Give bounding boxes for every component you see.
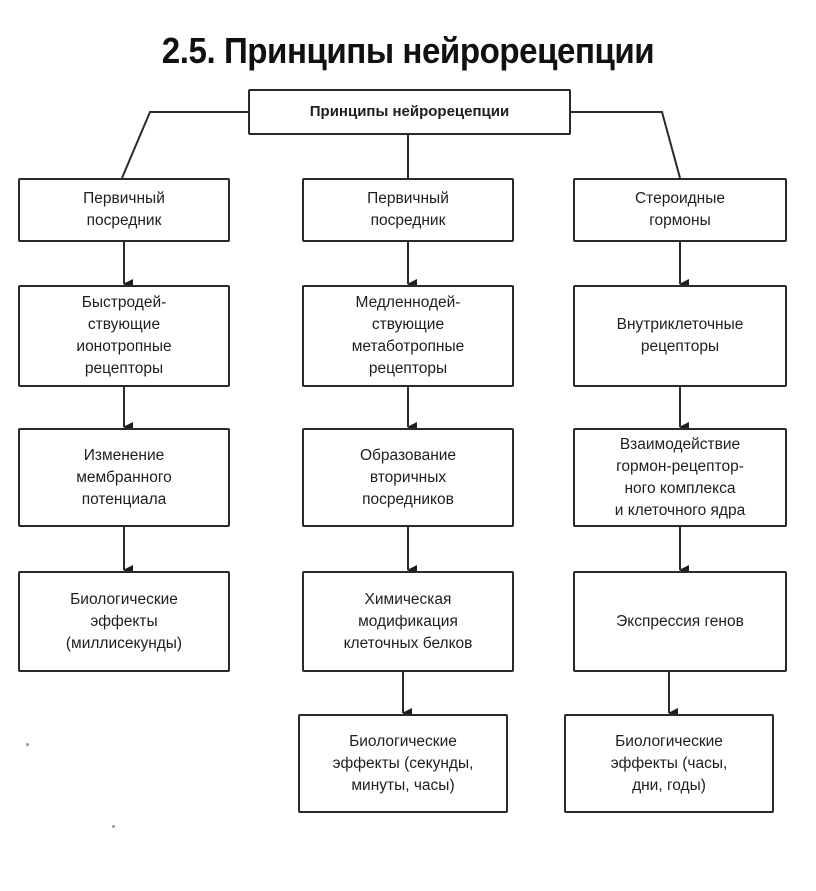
middle-step-5-box: Биологические эффекты (секунды, минуты, … bbox=[298, 714, 508, 813]
scan-speck bbox=[112, 825, 115, 828]
arrow-layer bbox=[123, 242, 689, 718]
right-step-1-box: Стероидные гормоны bbox=[573, 178, 787, 242]
right-step-3-box: Взаимодействие гормон-рецептор- ного ком… bbox=[573, 428, 787, 527]
right-step-5-box: Биологические эффекты (часы, дни, годы) bbox=[564, 714, 774, 813]
left-step-1-box: Первичный посредник bbox=[18, 178, 230, 242]
root-box: Принципы нейрорецепции bbox=[248, 89, 571, 135]
connector-root-left bbox=[121, 111, 248, 179]
page-title: 2.5. Принципы нейрорецепции bbox=[161, 30, 655, 71]
right-step-2-box: Внутриклеточные рецепторы bbox=[573, 285, 787, 387]
middle-step-3-box: Образование вторичных посредников bbox=[302, 428, 514, 527]
middle-step-1-box: Первичный посредник bbox=[302, 178, 514, 242]
middle-step-2-box: Медленнодей- ствующие метаботропные реце… bbox=[302, 285, 514, 387]
left-step-3-box: Изменение мембранного потенциала bbox=[18, 428, 230, 527]
middle-step-4-box: Химическая модификация клеточных белков bbox=[302, 571, 514, 672]
right-step-4-box: Экспрессия генов bbox=[573, 571, 787, 672]
left-step-2-box: Быстродей- ствующие ионотропные рецептор… bbox=[18, 285, 230, 387]
scan-speck bbox=[26, 743, 29, 746]
connector-root-right bbox=[571, 111, 681, 179]
left-step-4-box: Биологические эффекты (миллисекунды) bbox=[18, 571, 230, 672]
